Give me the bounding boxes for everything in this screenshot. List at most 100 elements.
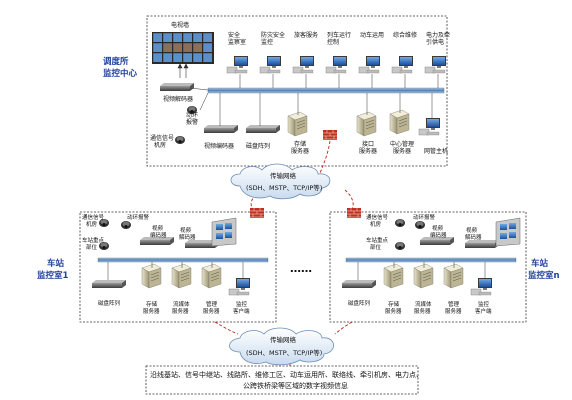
mgmt-label-1: 管理: [206, 300, 218, 308]
disk-array-device: [342, 280, 376, 288]
disk-array-label: 磁盘阵列: [246, 142, 270, 150]
client-pc-icon: [470, 277, 493, 296]
mgmt-label-1: 管理: [448, 300, 460, 308]
storage-label-2: 服务器: [385, 307, 402, 315]
control-center-frame: [146, 15, 448, 167]
network-top-title: 传输网络: [270, 171, 297, 180]
key-area-label-2: 部位: [370, 243, 382, 251]
station-1-contents: 通信信号 机房 车站重点 部位 动环报警 视频 编码器 视频 解码器 磁盘阵列 …: [82, 207, 269, 315]
station-backbone: [345, 257, 517, 263]
firewall-icon: [346, 207, 362, 219]
disk-array-label: 磁盘阵列: [98, 299, 121, 307]
storage-server-icon: [287, 111, 308, 137]
client-terminal: 综合维修: [391, 31, 417, 88]
client-label-1: 监控: [478, 300, 490, 308]
netmgmt-host-icon: [418, 117, 441, 136]
storage-server-icon: [141, 263, 162, 289]
control-center-backbone: [207, 87, 445, 94]
tv-screen: [172, 42, 183, 53]
station-n-contents: 通信信号 机房 车站重点 部位 动环报警 视频 编码器 视频 解码器 磁盘阵列 …: [342, 207, 521, 315]
key-area-camera: [395, 242, 405, 250]
client-label-1: 防灾安全: [261, 31, 285, 39]
tv-screen: [162, 42, 173, 53]
client-pc-icon: [391, 55, 414, 74]
key-area-label-1: 车站重点: [366, 236, 389, 244]
client-label-1: 旅客服务: [294, 31, 318, 39]
client-label-1: 安全: [228, 31, 240, 39]
tv-wall-screens: [152, 32, 213, 63]
interface-server-label-1: 接口: [362, 140, 374, 148]
video-encoder-label-1: 视频: [432, 224, 444, 232]
client-terminal: 旅客服务: [292, 31, 318, 88]
signal-room-label-2: 机房: [154, 141, 166, 149]
key-area-label-2: 部位: [86, 243, 98, 251]
client-pc-icon: [226, 55, 249, 74]
control-center-label-2: 监控中心: [103, 68, 138, 79]
monitor-wall: [211, 217, 237, 247]
alarm-label: 动环报警: [413, 213, 436, 221]
client-label-1: 列车运行: [327, 31, 351, 39]
tv-screen: [152, 42, 163, 53]
mgmt-server-icon: [443, 263, 464, 289]
client-label-1: 综合维修: [393, 31, 417, 39]
storage-label-1: 存储: [388, 300, 400, 308]
video-decoder-label-1: 视频: [180, 226, 192, 234]
disk-array-device: [246, 125, 280, 133]
key-area-label-1: 车站重点: [82, 236, 105, 244]
mgmt-label-2: 服务器: [445, 307, 462, 315]
video-decoder-label-2: 解码器: [465, 233, 482, 241]
client-label-2: 客户端: [475, 307, 492, 315]
stream-server-icon: [171, 263, 192, 289]
storage-label-2: 服务器: [143, 307, 160, 315]
stream-label-1: 流媒体: [173, 300, 190, 308]
video-encoder-label-1: 视频: [152, 224, 164, 232]
disk-array-label: 磁盘阵列: [348, 299, 371, 307]
control-center-label-1: 调度所: [103, 56, 129, 67]
signal-room-label-1: 通信信号: [366, 213, 389, 221]
network-bottom-protocols: (SDH、MSTP、TCP/IP等): [246, 348, 322, 357]
station-1-label-2: 监控室1: [37, 270, 69, 281]
client-pc-icon: [325, 55, 348, 74]
video-decoder-device: [160, 83, 194, 91]
interface-server-label-2: 服务器: [359, 147, 377, 155]
alarm-label-2: 报警: [186, 118, 198, 126]
stream-label-2: 服务器: [414, 307, 431, 315]
client-label-1: 电力及牵: [426, 31, 450, 39]
tv-screen: [182, 32, 193, 43]
signal-room-label-2: 机房: [370, 220, 382, 228]
client-label-2: 控制: [327, 38, 339, 46]
backbone-drops: [199, 92, 433, 126]
transport-network-bottom: 传输网络 (SDH、MSTP、TCP/IP等): [229, 327, 334, 366]
tv-screen: [192, 42, 203, 53]
stream-label-1: 流媒体: [415, 300, 432, 308]
netmgmt-host-label: 网管主机: [424, 147, 448, 155]
bottom-info-frame: [145, 365, 419, 395]
tv-wall: 电视墙: [152, 21, 214, 64]
tv-screen: [152, 32, 163, 43]
video-decoder-label-1: 视频: [466, 226, 478, 234]
client-label-2: 监察室: [228, 38, 246, 46]
alarm-label: 动环报警: [127, 213, 150, 221]
tv-wall-arrows: [177, 63, 189, 78]
video-encoder-label-2: 编码器: [150, 231, 167, 239]
client-pc-icon: [358, 55, 381, 74]
mgmt-label-2: 服务器: [203, 307, 220, 315]
bottom-info-line-2: 公跨铁桥梁等区域的数字视频信息: [243, 381, 348, 390]
video-encoder-label: 视频编码器: [204, 142, 234, 150]
client-label-2: 监控: [261, 38, 273, 46]
client-pc-icon: [292, 55, 315, 74]
client-terminals: 安全监察室防灾安全监控旅客服务列车运行控制动车运用综合维修电力及牵引供电: [226, 31, 450, 88]
video-decoder-label: 视频解码器: [163, 95, 193, 103]
station-backbone: [97, 257, 269, 263]
mgmt-server-icon: [201, 263, 222, 289]
alarm-label-1: 动环: [186, 112, 198, 119]
client-terminal: 动车运用: [358, 31, 384, 88]
signal-room-camera: [395, 219, 405, 227]
disk-array-device: [92, 280, 126, 288]
video-decoder-label-2: 解码器: [179, 233, 196, 241]
station-ellipsis: ……: [290, 262, 312, 275]
